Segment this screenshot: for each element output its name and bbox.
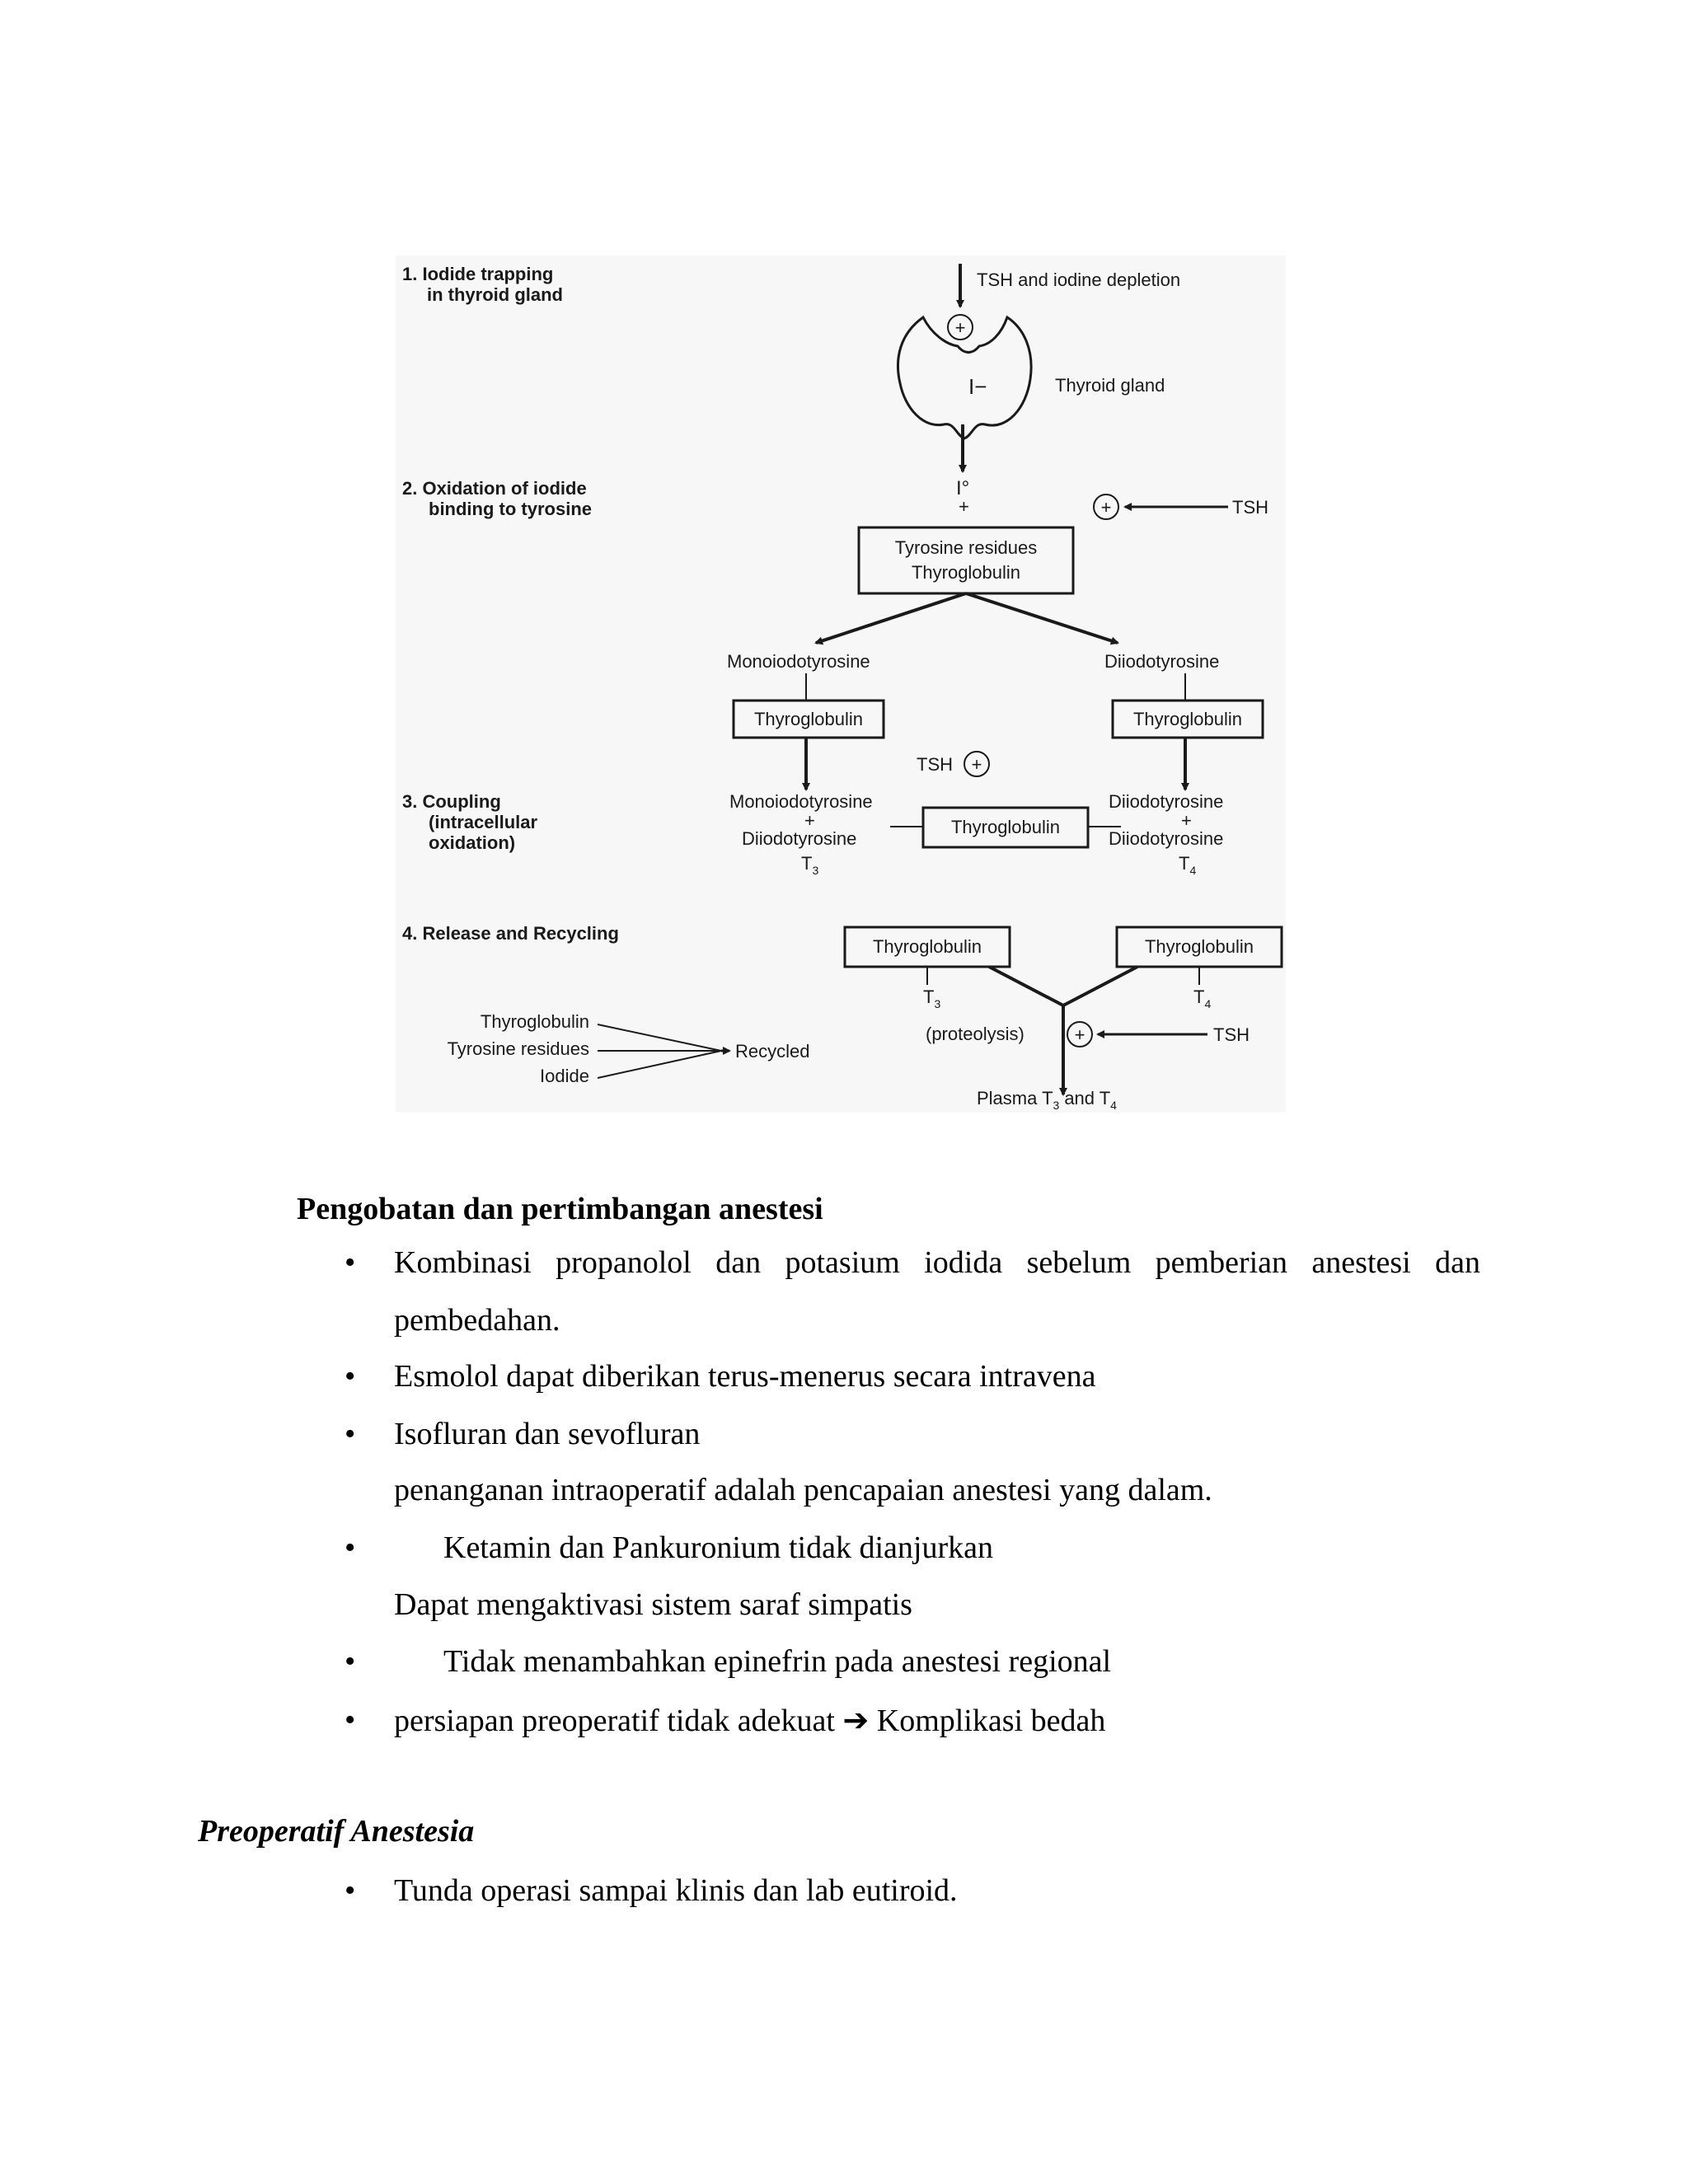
step3-label-line2: (intracellular [429,812,537,832]
recycle-iodide-label: Iodide [540,1066,589,1086]
bullet-icon: • [345,1245,356,1280]
branch-arrow-left [814,592,967,645]
diagram-background [396,255,1286,1113]
bullet-icon: • [345,1644,356,1679]
list-item-continuation: pembedahan. [394,1303,560,1338]
iodine-label: I° [956,477,969,499]
thyroglobulin-label: Thyroglobulin [1145,936,1254,957]
thyroid-gland-label: Thyroid gland [1055,375,1165,396]
thyroglobulin-box-right [1111,699,1264,739]
thyroid-hormone-synthesis-diagram: 1. Iodide trapping in thyroid gland 2. O… [396,255,1286,1113]
list-item: Isofluran dan sevofluran [394,1417,701,1451]
list-item-continuation: penanganan intraoperatif adalah pencapai… [394,1473,1212,1507]
diiodotyrosine-label: Diiodotyrosine [1104,651,1219,672]
bullet-icon: • [345,1359,356,1394]
tsh-label: TSH [1213,1024,1250,1045]
step2-label-line2: binding to tyrosine [429,499,592,519]
bullet-icon: • [345,1530,356,1565]
step4-label: 4. Release and Recycling [402,923,619,944]
tyrosine-residues-label: Tyrosine residues [895,537,1037,558]
monoiodotyrosine-label: Monoiodotyrosine [729,791,873,812]
section-heading: Preoperatif Anestesia [198,1814,475,1849]
recycle-line [597,1024,722,1052]
svg-text:+: + [1101,497,1112,518]
plus-sign: + [1181,810,1192,831]
t4-label: T4 [1179,853,1196,877]
monoiodotyrosine-label: Monoiodotyrosine [727,651,870,672]
recycle-line [597,1050,722,1079]
stimulation-plus-icon [964,751,990,777]
diiodotyrosine-label: Diiodotyrosine [1109,828,1223,849]
stimulation-plus-icon [1093,494,1119,520]
diiodotyrosine-label: Diiodotyrosine [1109,791,1223,812]
t3-label: T3 [801,853,818,877]
step3-label-line1: 3. Coupling [402,791,501,812]
bullet-icon: • [345,1417,356,1451]
t4-label: T4 [1193,987,1211,1010]
tsh-iodine-depletion-label: TSH and iodine depletion [977,269,1180,290]
section-heading: Pengobatan dan pertimbangan anestesi [297,1192,823,1226]
branch-arrow-right [965,592,1119,645]
tsh-label: TSH [917,754,953,775]
list-item: persiapan preoperatif tidak adekuat ➔ Ko… [394,1704,1106,1738]
thyroglobulin-label: Thyroglobulin [873,936,982,957]
thyroglobulin-label: Thyroglobulin [1133,709,1242,729]
t3-label: T3 [923,987,940,1010]
recycled-label: Recycled [735,1041,809,1062]
stimulation-plus-icon [1067,1021,1093,1047]
svg-text:+: + [972,754,982,775]
thyroglobulin-label: Thyroglobulin [754,709,863,729]
step1-label-line1: 1. Iodide trapping [402,264,553,284]
svg-text:+: + [1075,1024,1085,1045]
list-item-continuation: Dapat mengaktivasi sistem saraf simpatis [394,1587,912,1622]
proteolysis-label: (proteolysis) [926,1024,1025,1044]
stimulation-plus-icon [947,314,973,340]
recycle-tyrosine-label: Tyrosine residues [448,1038,589,1059]
merge-line-left [988,965,1064,1007]
recycle-thyroglobulin-label: Thyroglobulin [481,1011,589,1032]
list-item: Tidak menambahkan epinefrin pada anestes… [443,1644,1112,1679]
iodide-ion-label: I− [968,374,987,399]
thyroglobulin-label: Thyroglobulin [951,817,1060,837]
thyroglobulin-box-left [732,699,885,739]
bullet-icon: • [345,1873,356,1908]
plus-sign: + [804,810,815,831]
thyroid-gland-icon [897,315,1033,440]
diiodotyrosine-label: Diiodotyrosine [742,828,856,849]
list-item: Ketamin dan Pankuronium tidak dianjurkan [443,1530,993,1565]
step1-label-line2: in thyroid gland [427,284,563,305]
step2-label-line1: 2. Oxidation of iodide [402,478,587,499]
thyroglobulin-label: Thyroglobulin [912,562,1020,583]
list-item: Esmolol dapat diberikan terus-menerus se… [394,1359,1096,1394]
list-item: Kombinasi propanolol dan potasium iodida… [394,1245,1480,1280]
list-item: Tunda operasi sampai klinis dan lab euti… [394,1873,958,1908]
tsh-label: TSH [1232,497,1268,518]
merge-line-right [1062,965,1138,1007]
bullet-icon: • [345,1703,356,1737]
step3-label-line3: oxidation) [429,832,515,853]
plus-sign: + [959,496,969,517]
svg-text:+: + [955,317,966,338]
